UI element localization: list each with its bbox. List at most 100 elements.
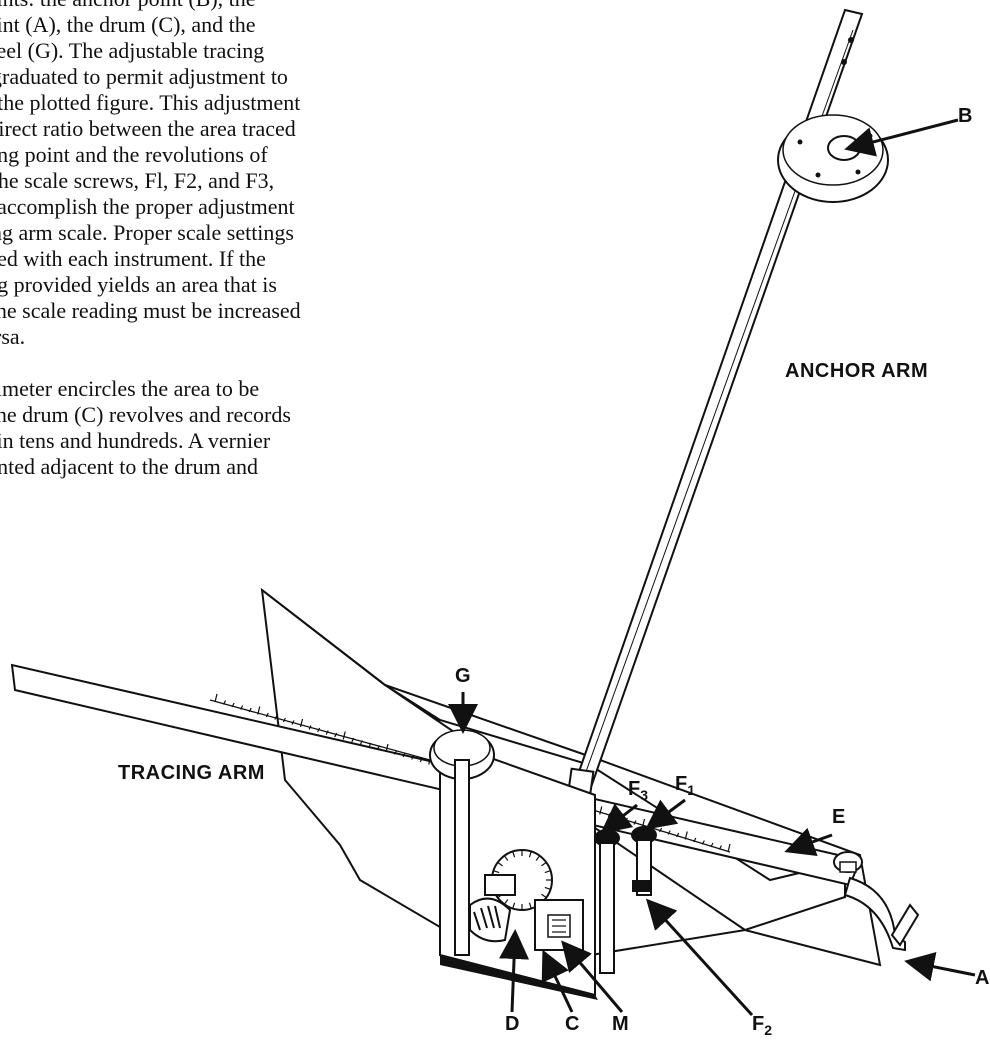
scale-tick [633, 820, 637, 825]
tracing-point-magnifier [890, 903, 920, 947]
scale-tick [231, 702, 235, 708]
scale-tick [342, 731, 346, 740]
tracing-arm-label: TRACING ARM [118, 762, 265, 784]
anchor-arm-label: ANCHOR ARM [785, 360, 929, 382]
text-line: d to accomplish the proper adjustment [0, 194, 295, 219]
scale-tick [368, 742, 372, 748]
dial-tick [497, 861, 503, 867]
scale-tick [701, 840, 705, 845]
scale-tick [248, 707, 252, 713]
label-F3-sub: 3 [640, 787, 649, 803]
text-line: tracing point and the revolutions of [0, 142, 268, 167]
dial-tick [503, 899, 509, 905]
scale-screw-f1 [631, 826, 657, 896]
scale-tick [299, 718, 304, 728]
scale-tick [223, 700, 227, 705]
disc-hole [867, 133, 873, 139]
text-line: ed, the drum (C) revolves and records [0, 402, 291, 427]
text-line: s a direct ratio between the area traced [0, 116, 296, 141]
scale-tick [317, 727, 321, 733]
disc-hole [815, 172, 821, 178]
carriage-base-edge [440, 955, 598, 1000]
label-F1-sub: 1 [687, 782, 696, 798]
vernier-marks [552, 919, 566, 933]
leader-F2 [645, 898, 754, 1017]
text-line: racing arm scale. Proper scale settings [0, 220, 294, 245]
dial-tick [541, 893, 547, 899]
scale-tick [359, 740, 363, 745]
label-D: D [505, 1013, 520, 1035]
scale-tick [419, 757, 423, 763]
dial-tick [512, 851, 516, 858]
text-line: g point (A), the drum (C), and the [0, 12, 256, 37]
dial-tick [512, 902, 516, 909]
dial-tick [528, 851, 532, 858]
scale-tick [308, 725, 312, 730]
scale-tick [385, 743, 389, 753]
dial-tick [503, 855, 509, 861]
scale-tick [641, 818, 646, 828]
paragraph-2: planimeter encircles the area to beed, t… [0, 376, 358, 480]
dial-tick [493, 870, 500, 874]
scale-tick [282, 717, 286, 723]
leader-F3 [600, 803, 638, 834]
text-line: wer in tens and hundreds. A vernier [0, 428, 271, 453]
leader-lines [448, 118, 976, 1017]
text-line: ge, the scale reading must be increased [0, 298, 301, 323]
tracing-point-hook [843, 876, 906, 952]
scale-tick [718, 845, 722, 850]
dial-tick [535, 855, 541, 861]
scale-tick [727, 843, 731, 853]
text-line: etting provided yields an area that is [0, 272, 277, 297]
scale-tick [214, 693, 218, 703]
scale-tick [265, 712, 269, 718]
scale-tick [693, 837, 697, 843]
leader-D [499, 929, 530, 1013]
dial-tick [541, 861, 547, 867]
leader-M [561, 940, 624, 1013]
leader-C [541, 949, 574, 1013]
text-line: mounted adjacent to the drum and [0, 454, 258, 479]
label-B: B [958, 105, 973, 127]
measuring-wheel-knurl [473, 905, 501, 931]
label-F2: F2 [752, 1013, 772, 1038]
text-line: e versa. [0, 324, 26, 349]
traced-figure-outline [260, 587, 882, 967]
scale-tick [351, 737, 355, 743]
label-F3: F3 [628, 778, 648, 803]
scale-tick [274, 715, 278, 720]
anchor-arm-rivet-2 [841, 59, 847, 65]
disc-hole [855, 169, 861, 175]
text-line: t wheel (G). The adjustable tracing [0, 38, 265, 63]
tracing-knob-stem [839, 861, 857, 873]
scale-tick [676, 832, 680, 838]
leader-B [844, 118, 959, 157]
scale-tick [667, 830, 671, 835]
label-A: A [975, 967, 990, 989]
scale-tick [376, 745, 380, 750]
dial-tick [544, 870, 551, 874]
anchor-arm-rivet [848, 37, 854, 43]
scale-tick [240, 705, 244, 710]
text-line: planimeter encircles the area to be [0, 376, 260, 401]
dial-tick [528, 902, 532, 909]
label-M: M [612, 1013, 629, 1035]
roller-post [454, 759, 470, 956]
scale-tick [334, 732, 338, 738]
text-line: g points: the anchor point (B), the [0, 0, 358, 12]
text-line: er. The scale screws, Fl, F2, and F3, [0, 168, 275, 193]
scale-tick [684, 831, 688, 840]
label-F3-main: F [628, 778, 641, 800]
leader-F1 [645, 798, 686, 830]
label-F1: F1 [675, 773, 695, 798]
leader-A [904, 951, 976, 982]
disc-hole [797, 139, 803, 145]
leader-E [784, 827, 833, 857]
scale-tick [411, 755, 415, 760]
dial-housing [484, 874, 516, 896]
scale-tick [402, 752, 406, 758]
